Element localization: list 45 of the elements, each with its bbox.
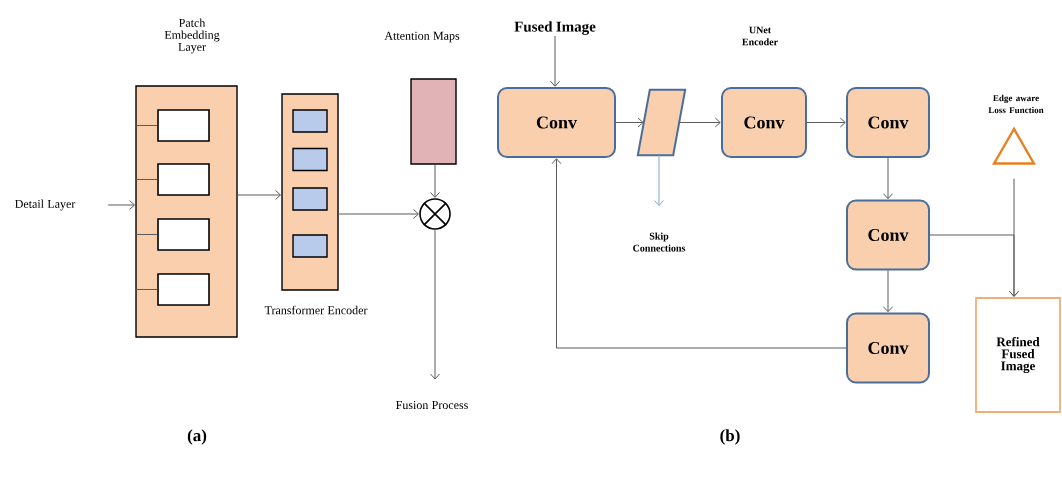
multiply-symbol	[419, 198, 451, 230]
connector-line	[134, 179, 158, 180]
box-heading: Attention Maps	[384, 31, 460, 43]
patch-box	[157, 218, 210, 251]
arrow	[551, 158, 847, 349]
conv-box: Conv	[721, 87, 807, 158]
connector-line	[134, 289, 158, 290]
encoder-block	[292, 187, 328, 211]
arrow	[338, 209, 419, 219]
text-label: Fused Image	[514, 21, 596, 35]
conv-box: Conv	[846, 312, 930, 384]
box-heading: UNet Encoder	[742, 26, 778, 46]
arrow	[430, 229, 440, 380]
connector-line	[134, 125, 158, 126]
box-heading: Transformer Encoder	[264, 305, 368, 315]
arrow	[678, 117, 721, 128]
panel-label: (a)	[187, 429, 207, 445]
conv-box: Conv	[846, 199, 930, 271]
patch-box	[157, 273, 210, 306]
panel-label: (b)	[720, 429, 740, 445]
text-label: Detail Layer	[15, 199, 76, 211]
patch-box	[157, 163, 210, 196]
arrow	[107, 200, 136, 210]
text-label: Skip Connections	[633, 232, 686, 252]
text-label: Fusion Process	[396, 400, 468, 409]
arrow	[237, 190, 282, 200]
arrow	[806, 117, 846, 128]
arrow	[883, 270, 893, 313]
arrow	[883, 157, 893, 200]
box-heading: Patch Embedding Layer	[164, 18, 220, 54]
arrow	[430, 164, 440, 198]
patch-box	[157, 109, 210, 142]
skip-parallelogram	[636, 88, 687, 157]
box-heading: Edge aware Loss Function	[988, 94, 1044, 114]
arrow	[1009, 178, 1019, 297]
encoder-block	[292, 147, 328, 172]
arrow	[654, 154, 664, 207]
arrow	[550, 35, 560, 87]
encoder-block	[292, 234, 328, 258]
process-box: Refined Fused Image	[975, 297, 1061, 413]
conv-box: Conv	[846, 87, 930, 158]
encoder-block	[292, 109, 328, 133]
arrow	[615, 117, 644, 128]
conv-box: Conv	[497, 87, 616, 158]
connector-line	[134, 234, 158, 235]
